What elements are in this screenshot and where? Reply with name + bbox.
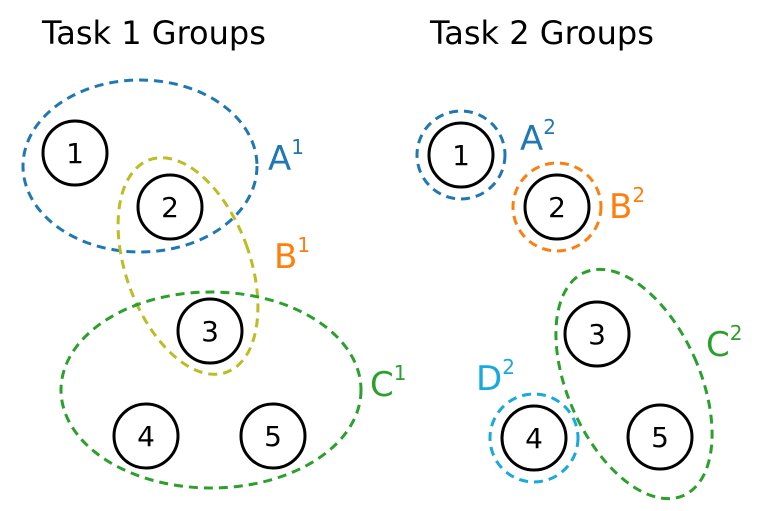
task1-node-2-label: 2 xyxy=(161,191,179,224)
task1-group-a-label: A1 xyxy=(268,135,304,179)
task1-node-3: 3 xyxy=(176,297,244,365)
task1-node-5: 5 xyxy=(239,402,307,470)
task2-node-5: 5 xyxy=(626,403,694,471)
task2-node-4: 4 xyxy=(500,404,568,472)
task1-group-a-sup: 1 xyxy=(291,135,304,159)
task1-group-c-outline xyxy=(59,290,363,490)
task2-node-5-label: 5 xyxy=(651,421,669,454)
task1-group-a-outline xyxy=(21,78,259,254)
task1-group-a-letter: A xyxy=(268,139,291,179)
task2-group-a-label: A2 xyxy=(520,115,556,159)
task1-node-2: 2 xyxy=(136,173,204,241)
task2-group-c-outline xyxy=(554,267,714,501)
task2-node-1: 1 xyxy=(427,121,495,189)
task2-group-a-outline xyxy=(415,109,507,201)
task1-node-4: 4 xyxy=(112,402,180,470)
task2-group-d-outline xyxy=(488,392,580,484)
task1-node-4-label: 4 xyxy=(137,420,155,453)
task1-group-b-sup: 1 xyxy=(297,233,310,257)
task1-group-c-letter: C xyxy=(370,365,394,405)
task2-node-4-label: 4 xyxy=(525,422,543,455)
task1-group-b-outline xyxy=(116,156,260,376)
task1-group-c-label: C1 xyxy=(370,361,406,405)
task2-group-b-outline xyxy=(511,161,603,253)
task2-group-a-letter: A xyxy=(520,119,543,159)
task2-group-c-letter: C xyxy=(706,325,730,365)
task1-group-b-letter: B xyxy=(274,237,297,277)
task2-group-c-label: C2 xyxy=(706,321,742,365)
task2-group-b-label: B2 xyxy=(609,183,645,227)
task2-group-d-sup: 2 xyxy=(502,355,515,379)
task2-title: Task 2 Groups xyxy=(429,14,654,52)
task1-group-b-label: B1 xyxy=(274,233,310,277)
task2-node-3: 3 xyxy=(563,300,631,368)
task2-group-b-letter: B xyxy=(609,187,632,227)
task2-group-d-label: D2 xyxy=(476,355,515,399)
task2-group-c-sup: 2 xyxy=(730,321,743,345)
task1-node-1-label: 1 xyxy=(66,137,84,170)
task2-node-2: 2 xyxy=(523,173,591,241)
task2-node-1-label: 1 xyxy=(452,139,470,172)
task2-group-d-letter: D xyxy=(476,359,502,399)
task2-group-b-sup: 2 xyxy=(632,183,645,207)
task1-group-c-sup: 1 xyxy=(394,361,407,385)
task1-node-3-label: 3 xyxy=(201,315,219,348)
task2-node-3-label: 3 xyxy=(588,318,606,351)
task2-node-2-label: 2 xyxy=(548,191,566,224)
task1-node-1: 1 xyxy=(41,119,109,187)
task1-node-5-label: 5 xyxy=(264,420,282,453)
task1-title: Task 1 Groups xyxy=(41,14,266,52)
task2-group-a-sup: 2 xyxy=(543,115,556,139)
